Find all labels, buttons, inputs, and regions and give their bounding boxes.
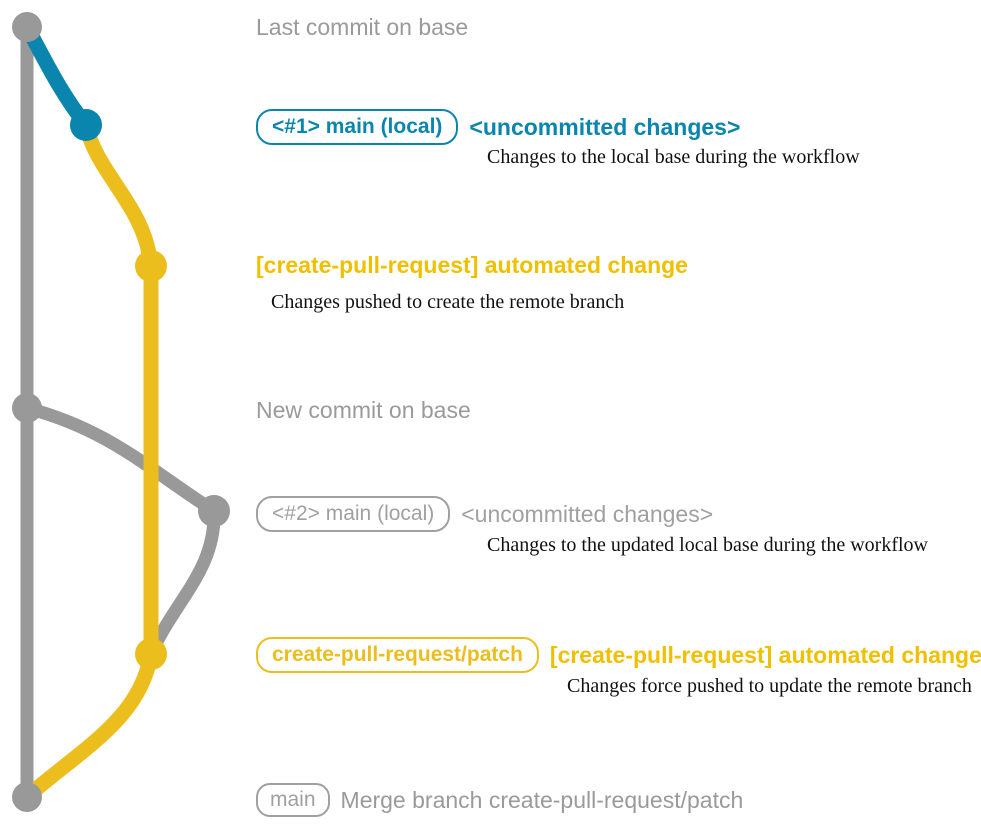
remote-branch-merge-line [19, 646, 159, 805]
commit-node-last-commit-on-base [12, 12, 42, 42]
commit-row-local-1: <#1> main (local) <uncommitted changes> [256, 109, 740, 145]
commit-subject-automated-change-2: [create-pull-request] automated change [549, 641, 981, 668]
branch-badge-main[interactable]: main [256, 783, 330, 817]
commit-subject-local-2: <uncommitted changes> [461, 500, 714, 527]
commit-subject-local-1: <uncommitted changes> [469, 113, 741, 140]
commit-subject-automated-change-1: [create-pull-request] automated change [256, 252, 688, 278]
commit-node-automated-change-1 [135, 250, 167, 282]
commit-subject-new-commit-on-base: New commit on base [256, 397, 471, 423]
commit-node-merge-commit [12, 782, 42, 812]
commit-body-local-2: Changes to the updated local base during… [487, 534, 928, 556]
commit-body-automated-change-2: Changes force pushed to update the remot… [567, 675, 972, 697]
commit-row-merge-commit: main Merge branch create-pull-request/pa… [256, 783, 743, 817]
local2-to-patch-line [144, 504, 221, 661]
commit-node-automated-change-2 [135, 638, 167, 670]
commit-node-local-2 [198, 495, 230, 527]
branch-badge-local-1[interactable]: <#1> main (local) [256, 109, 459, 145]
commit-row-automated-change-1: [create-pull-request] automated change [256, 254, 688, 277]
commit-subject-last-commit-on-base: Last commit on base [256, 14, 469, 40]
branch-badge-local-2[interactable]: <#2> main (local) [256, 496, 451, 532]
commit-node-local-1 [70, 109, 102, 141]
commit-row-local-2: <#2> main (local) <uncommitted changes> [256, 496, 713, 532]
commit-body-local-1: Changes to the local base during the wor… [487, 146, 860, 168]
commit-node-new-commit-on-base [12, 393, 42, 423]
base-to-local2-line [20, 401, 221, 518]
commit-subject-merge-commit: Merge branch create-pull-request/patch [340, 786, 744, 813]
commit-row-automated-change-2: create-pull-request/patch [create-pull-r… [256, 637, 981, 673]
commit-body-automated-change-1: Changes pushed to create the remote bran… [271, 291, 625, 313]
branch-badge-create-pull-request-patch[interactable]: create-pull-request/patch [256, 637, 539, 673]
remote-branch-upper-line [78, 117, 159, 274]
